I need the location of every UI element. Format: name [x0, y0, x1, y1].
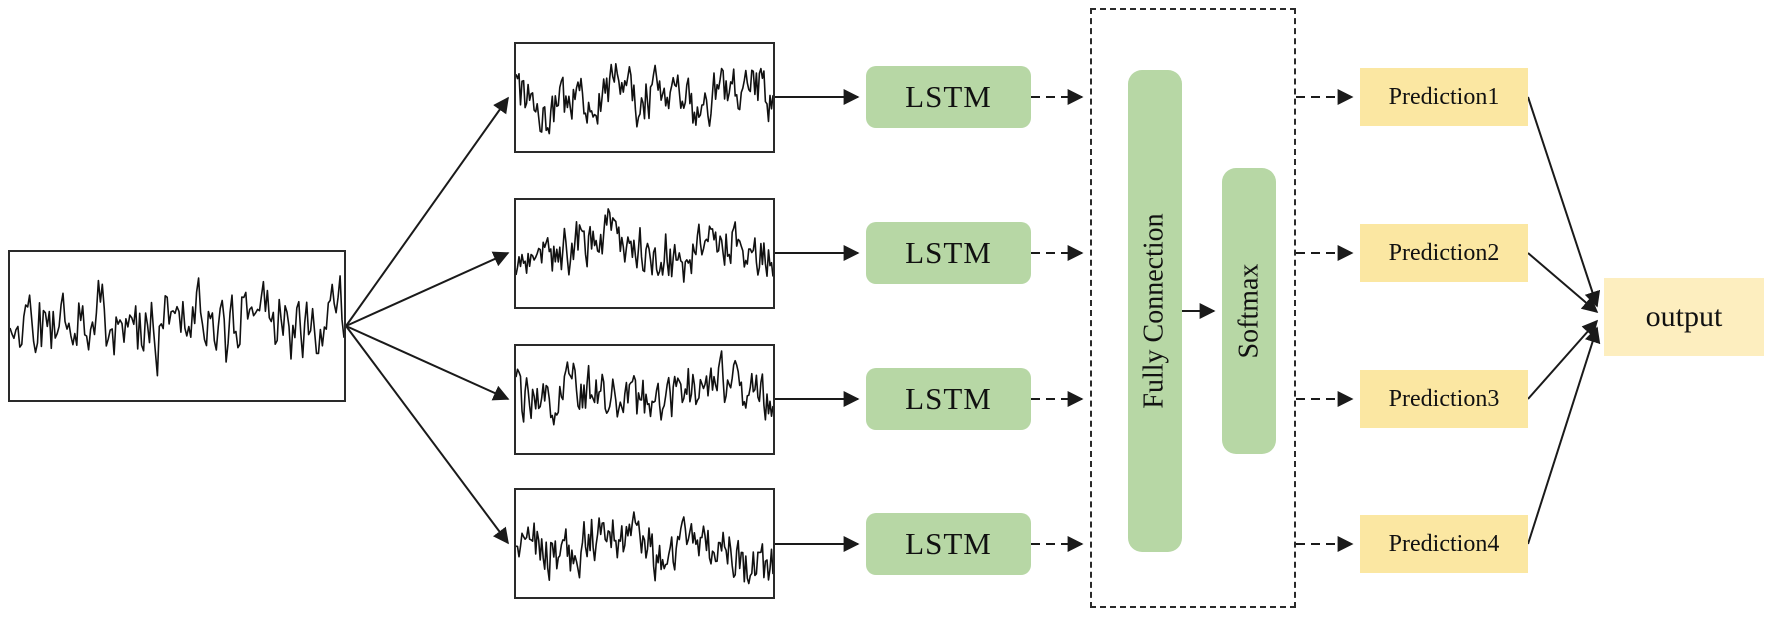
- arrow-prediction4-to-output: [1527, 326, 1601, 545]
- segment-signal-box-2: [514, 198, 775, 309]
- lstm-node-label: LSTM: [905, 381, 992, 416]
- prediction-box-4: Prediction4: [1360, 515, 1528, 573]
- arrow-input-to-segment-1: [345, 96, 509, 327]
- prediction-box-3: Prediction3: [1360, 370, 1528, 428]
- output-label: output: [1645, 300, 1723, 333]
- softmax-label: Softmax: [1233, 263, 1265, 359]
- arrow-input-to-segment-3: [345, 325, 510, 401]
- prediction-box-2: Prediction2: [1360, 224, 1528, 282]
- arrow-input-to-segment-2: [345, 251, 510, 327]
- segment-waveform-4: [516, 511, 773, 585]
- segment-waveform-1: [516, 62, 773, 135]
- lstm-node-3: LSTM: [866, 368, 1031, 430]
- arrow-prediction1-to-output: [1527, 96, 1601, 308]
- segment-signal-box-1: [514, 42, 775, 153]
- softmax-box: Softmax: [1222, 168, 1276, 454]
- segment-signal-box-4: [514, 488, 775, 599]
- lstm-node-label: LSTM: [905, 79, 992, 114]
- segment-signal-box-3: [514, 344, 775, 455]
- prediction-label: Prediction4: [1388, 530, 1500, 557]
- input-waveform: [10, 275, 344, 377]
- segment-waveform-2: [516, 208, 773, 283]
- arrow-input-to-segment-4: [345, 325, 509, 545]
- prediction-box-1: Prediction1: [1360, 68, 1528, 126]
- segment-waveform-3: [516, 350, 773, 426]
- prediction-label: Prediction3: [1388, 385, 1500, 412]
- output-box: output: [1604, 278, 1764, 356]
- fully-connection-box: Fully Connection: [1128, 70, 1182, 552]
- lstm-node-1: LSTM: [866, 66, 1031, 128]
- prediction-label: Prediction1: [1388, 83, 1500, 110]
- fully-connection-label: Fully Connection: [1139, 213, 1171, 409]
- classifier-group-box: [1090, 8, 1296, 608]
- input-signal-box: [8, 250, 346, 402]
- lstm-node-label: LSTM: [905, 235, 992, 270]
- lstm-node-label: LSTM: [905, 526, 992, 561]
- arrow-prediction2-to-output: [1527, 252, 1599, 314]
- lstm-node-4: LSTM: [866, 513, 1031, 575]
- prediction-label: Prediction2: [1388, 239, 1500, 266]
- lstm-node-2: LSTM: [866, 222, 1031, 284]
